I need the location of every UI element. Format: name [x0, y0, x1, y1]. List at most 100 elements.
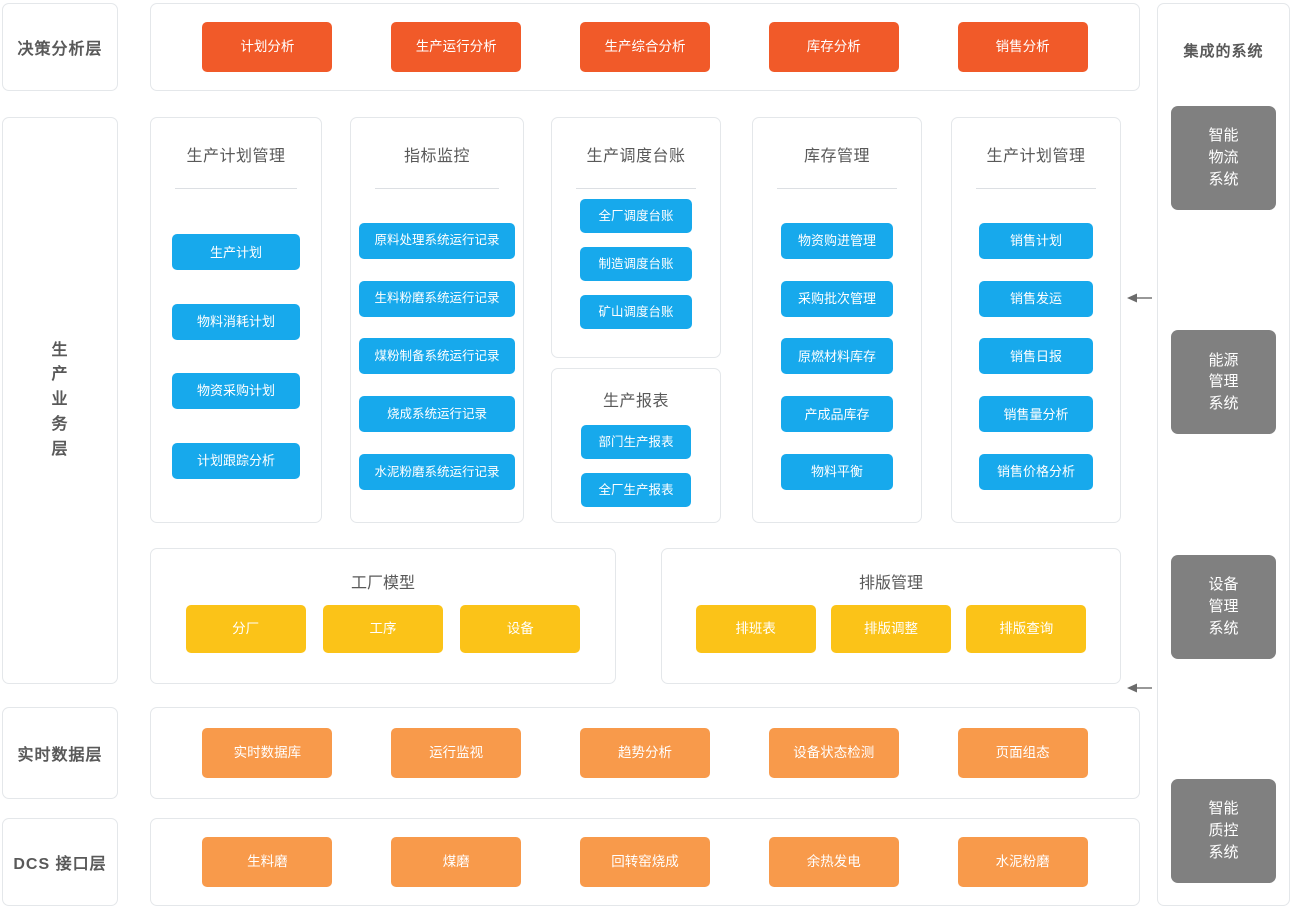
card-divider: [575, 188, 697, 189]
system-label-line: 管理: [1208, 373, 1239, 391]
layer-label-decision-text: 决策分析层: [17, 41, 103, 58]
card-inventory-management: 库存管理 物资购进管理 采购批次管理 原燃材料库存 产成品库存 物料平衡: [752, 117, 922, 523]
system-label-line: 系统: [1208, 170, 1239, 188]
layer-label-realtime-text: 实时数据层: [17, 747, 103, 764]
decision-button-production-comprehensive-analysis[interactable]: 生产综合分析: [579, 22, 710, 72]
integrated-system-smart-quality-control[interactable]: 智能 质控 系统: [1171, 778, 1276, 883]
decision-button-sales-analysis[interactable]: 销售分析: [957, 22, 1088, 72]
card-item-department-production-report[interactable]: 部门生产报表: [581, 425, 691, 459]
realtime-item-realtime-database[interactable]: 实时数据库: [202, 728, 333, 778]
card-title: 指标监控: [403, 148, 470, 165]
card-item-finished-product-inventory[interactable]: 产成品库存: [781, 396, 893, 433]
card-factory-model: 工厂模型 分厂 工序 设备: [150, 548, 616, 684]
card-shift-scheduling-management: 排版管理 排班表 排版调整 排版查询: [661, 548, 1121, 684]
dcs-interface-row: 生料磨 煤磨 回转窑烧成 余热发电 水泥粉磨: [150, 818, 1140, 906]
card-production-report: 生产报表 部门生产报表 全厂生产报表: [551, 368, 721, 523]
card-item-raw-material-processing-log[interactable]: 原料处理系统运行记录: [359, 222, 515, 259]
card-item-sales-shipment[interactable]: 销售发运: [979, 280, 1093, 317]
card-item-list: 销售计划 销售发运 销售日报 销售量分析 销售价格分析: [952, 197, 1120, 522]
layer-label-business-char: 生: [51, 341, 69, 359]
realtime-item-trend-analysis[interactable]: 趋势分析: [579, 728, 710, 778]
card-item-plan-tracking-analysis[interactable]: 计划跟踪分析: [172, 442, 300, 479]
realtime-item-operation-monitoring[interactable]: 运行监视: [391, 728, 522, 778]
card-item-manufacturing-dispatch-ledger[interactable]: 制造调度台账: [580, 247, 692, 281]
system-label-line: 系统: [1208, 619, 1239, 637]
layer-label-decision: 决策分析层: [2, 3, 118, 91]
decision-analysis-buttons: 计划分析 生产运行分析 生产综合分析 库存分析 销售分析: [151, 4, 1139, 90]
dcs-item-cement-grinding[interactable]: 水泥粉磨: [957, 837, 1088, 887]
card-item-plant-production-report[interactable]: 全厂生产报表: [581, 473, 691, 507]
layer-label-realtime: 实时数据层: [2, 707, 118, 799]
card-item-list: 物资购进管理 采购批次管理 原燃材料库存 产成品库存 物料平衡: [753, 197, 921, 522]
decision-button-plan-analysis[interactable]: 计划分析: [202, 22, 333, 72]
layer-label-business: 生 产 业 务 层: [2, 117, 118, 684]
realtime-item-equipment-status-detection[interactable]: 设备状态检测: [768, 728, 899, 778]
card-item-production-plan[interactable]: 生产计划: [172, 234, 300, 271]
card-divider: [375, 188, 499, 189]
system-label-line: 能源: [1208, 351, 1239, 369]
card-item-list: 生产计划 物料消耗计划 物资采购计划 计划跟踪分析: [151, 197, 321, 522]
layer-label-business-char: 务: [51, 415, 69, 433]
decision-button-inventory-analysis[interactable]: 库存分析: [768, 22, 899, 72]
card-item-calcination-log[interactable]: 烧成系统运行记录: [359, 396, 515, 433]
card-item-material-purchase-management[interactable]: 物资购进管理: [781, 222, 893, 259]
layer-label-business-char: 产: [51, 366, 69, 384]
card-item-purchase-batch-management[interactable]: 采购批次管理: [781, 280, 893, 317]
card-item-coal-preparation-log[interactable]: 煤粉制备系统运行记录: [359, 338, 515, 375]
card-title: 生产计划管理: [186, 148, 286, 165]
integrated-systems-title: 集成的系统: [1183, 43, 1264, 60]
dcs-item-waste-heat-power[interactable]: 余热发电: [768, 837, 899, 887]
card-item-material-purchase-plan[interactable]: 物资采购计划: [172, 373, 300, 410]
card-item-schedule-query[interactable]: 排版查询: [966, 605, 1087, 653]
integrated-systems-panel: 集成的系统 智能 物流 系统 能源 管理 系统 设备 管理 系统 智能 质控 系…: [1157, 3, 1290, 906]
layer-label-business-text: 生 产 业 务 层: [51, 339, 68, 463]
arrow-left-icon: [1126, 682, 1154, 694]
card-production-plan-management: 生产计划管理 生产计划 物料消耗计划 物资采购计划 计划跟踪分析: [150, 117, 322, 523]
card-item-raw-meal-grinding-log[interactable]: 生料粉磨系统运行记录: [359, 280, 515, 317]
system-label-line: 智能: [1208, 127, 1239, 145]
card-item-list: 全厂调度台账 制造调度台账 矿山调度台账: [552, 197, 720, 357]
card-item-branch-plant[interactable]: 分厂: [185, 605, 306, 653]
layer-label-dcs-text: DCS 接口层: [13, 856, 107, 873]
decision-analysis-row: 计划分析 生产运行分析 生产综合分析 库存分析 销售分析: [150, 3, 1140, 91]
card-item-list: 分厂 工序 设备: [151, 605, 615, 653]
card-item-material-consumption-plan[interactable]: 物料消耗计划: [172, 303, 300, 340]
card-item-mine-dispatch-ledger[interactable]: 矿山调度台账: [580, 295, 692, 329]
dcs-item-rotary-kiln-calcination[interactable]: 回转窑烧成: [579, 837, 710, 887]
card-title: 库存管理: [803, 148, 870, 165]
integrated-system-energy-management[interactable]: 能源 管理 系统: [1171, 330, 1276, 435]
card-item-schedule-adjustment[interactable]: 排版调整: [830, 605, 951, 653]
card-item-process[interactable]: 工序: [322, 605, 443, 653]
dcs-item-raw-meal-mill[interactable]: 生料磨: [202, 837, 333, 887]
card-divider: [776, 188, 898, 189]
card-item-sales-plan[interactable]: 销售计划: [979, 222, 1093, 259]
layer-label-business-char: 层: [51, 440, 69, 458]
card-item-sales-volume-analysis[interactable]: 销售量分析: [979, 396, 1093, 433]
layer-label-business-char: 业: [51, 391, 69, 409]
dcs-item-coal-mill[interactable]: 煤磨: [391, 837, 522, 887]
layer-label-dcs: DCS 接口层: [2, 818, 118, 906]
card-item-shift-roster[interactable]: 排班表: [695, 605, 816, 653]
dcs-interface-buttons: 生料磨 煤磨 回转窑烧成 余热发电 水泥粉磨: [151, 819, 1139, 905]
card-item-sales-price-analysis[interactable]: 销售价格分析: [979, 454, 1093, 491]
system-label-line: 系统: [1208, 843, 1239, 861]
card-title: 生产调度台账: [586, 148, 686, 165]
card-item-sales-daily-report[interactable]: 销售日报: [979, 338, 1093, 375]
card-item-plant-dispatch-ledger[interactable]: 全厂调度台账: [580, 199, 692, 233]
card-title: 工厂模型: [350, 575, 415, 592]
realtime-data-buttons: 实时数据库 运行监视 趋势分析 设备状态检测 页面组态: [151, 708, 1139, 798]
system-label-line: 设备: [1208, 576, 1239, 594]
decision-button-production-operation-analysis[interactable]: 生产运行分析: [391, 22, 522, 72]
realtime-item-page-configuration[interactable]: 页面组态: [957, 728, 1088, 778]
card-item-cement-grinding-log[interactable]: 水泥粉磨系统运行记录: [359, 454, 515, 491]
integrated-system-smart-logistics[interactable]: 智能 物流 系统: [1171, 106, 1276, 210]
card-item-raw-fuel-inventory[interactable]: 原燃材料库存: [781, 338, 893, 375]
card-item-material-balance[interactable]: 物料平衡: [781, 454, 893, 491]
integrated-system-equipment-management[interactable]: 设备 管理 系统: [1171, 554, 1276, 659]
card-item-equipment[interactable]: 设备: [460, 605, 581, 653]
system-label-line: 质控: [1208, 822, 1239, 840]
integrated-systems-list: 智能 物流 系统 能源 管理 系统 设备 管理 系统 智能 质控 系统: [1158, 106, 1289, 883]
system-label-line: 智能: [1208, 800, 1239, 818]
system-label-line: 物流: [1208, 149, 1239, 167]
card-title: 生产计划管理: [986, 148, 1086, 165]
